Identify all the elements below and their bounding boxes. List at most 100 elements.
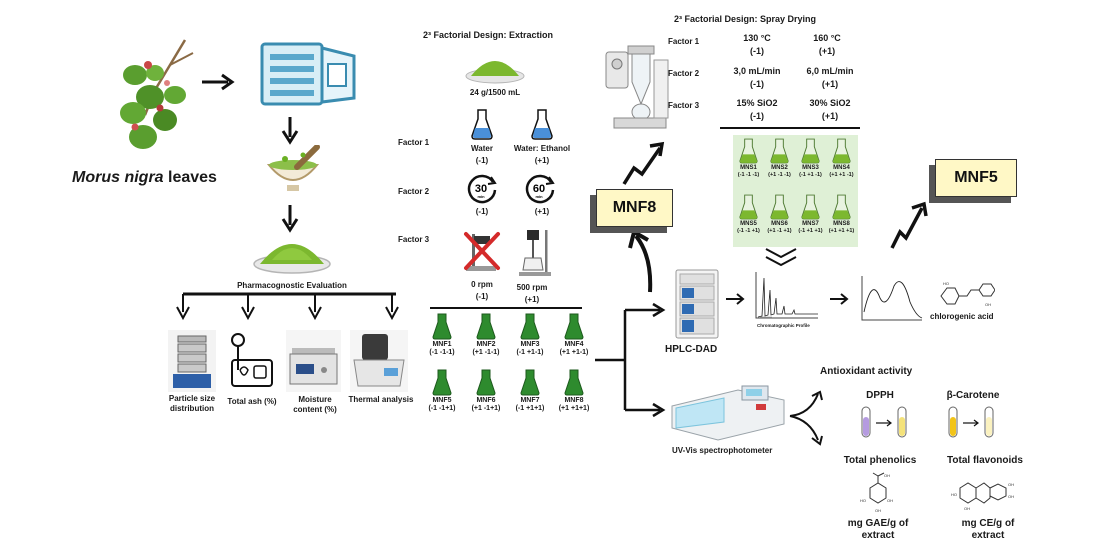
flask-name: MNS7 — [802, 221, 819, 227]
spray-f1-low-code: (-1) — [750, 46, 764, 56]
curved-arrow-up-icon — [628, 228, 653, 293]
test-particle-size: Particle size distribution — [168, 394, 216, 413]
double-chevron-down-icon — [765, 248, 797, 267]
mnf5-box: MNF5 — [935, 159, 1017, 197]
f2-low-code: (-1) — [475, 207, 489, 216]
svg-text:OH: OH — [1008, 482, 1014, 487]
flask-code: (+1 +1 +1) — [828, 228, 855, 234]
hplc-label: HPLC-DAD — [665, 344, 718, 355]
zigzag-arrow-icon — [622, 141, 665, 185]
svg-text:OH: OH — [985, 302, 991, 307]
thermal-analyzer-icon — [350, 330, 408, 392]
flask-icon — [432, 313, 452, 340]
zigzag-arrow-icon — [890, 201, 928, 249]
flask-icon — [801, 194, 820, 220]
spray-f3-high-code: (+1) — [821, 111, 839, 121]
pharmaco-title: Pharmacognostic Evaluation — [237, 281, 347, 290]
spray-f3-high: 30% SiO2 — [809, 98, 851, 108]
antioxidant-label: Antioxidant activity — [820, 366, 913, 377]
f2-high-code: (+1) — [534, 207, 550, 216]
spray-title: 2³ Factorial Design: Spray Drying — [674, 14, 817, 24]
dpph-label: DPPH — [866, 390, 894, 401]
ethanol-flask-icon — [531, 109, 553, 140]
extraction-title: 2³ Factorial Design: Extraction — [423, 30, 554, 40]
flask-name: MNS8 — [833, 221, 850, 227]
flavonoids-label: Total flavonoids — [947, 455, 1023, 466]
flask-name: MNS4 — [833, 165, 850, 171]
flask-icon — [476, 369, 496, 396]
f1-high-name: Water: Ethanol — [513, 144, 571, 153]
extraction-divider — [430, 307, 582, 309]
spray-f2-low: 3,0 mL/min — [733, 66, 781, 76]
spray-factor2-label: Factor 2 — [668, 69, 700, 78]
extraction-factor1-label: Factor 1 — [398, 138, 430, 147]
chlorogenic-structure-icon: HO OH — [940, 281, 995, 307]
flask-code: (+1 -1 -1) — [768, 172, 791, 178]
ash-crucible-icon — [231, 333, 273, 387]
morus-nigra-label: Morus nigra leaves — [72, 168, 217, 188]
powder-plate-icon — [465, 61, 525, 84]
flask-icon — [564, 313, 584, 340]
carotene-label: β-Carotene — [946, 390, 1000, 401]
extraction-factor2-label: Factor 2 — [398, 187, 430, 196]
catechin-structure-icon: HO OH OH OH — [951, 482, 1014, 511]
flask-code: (-1 +1 -1) — [799, 172, 822, 178]
f3-high-code: (+1) — [524, 295, 540, 304]
test-thermal: Thermal analysis — [348, 395, 414, 404]
mortar-pestle-icon — [266, 145, 320, 191]
f1-low-name: Water — [471, 144, 493, 153]
test-moisture: Moisture content (%) — [293, 395, 337, 414]
svg-text:OH: OH — [1008, 494, 1014, 499]
mulberry-leaves-icon — [120, 39, 194, 149]
flask-icon — [476, 313, 496, 340]
flask-code: (+1 -1 +1) — [767, 228, 792, 234]
hplc-instrument-icon — [675, 269, 719, 339]
flask-code: (-1 -1 -1) — [737, 172, 760, 178]
leaves-word: leaves — [163, 169, 217, 186]
extraction-factor3-label: Factor 3 — [398, 235, 430, 244]
timer-60-icon: 60 min — [525, 174, 555, 204]
fork-arrows — [789, 390, 823, 446]
leaf-powder-icon — [253, 244, 331, 274]
arrow-down-icon — [281, 117, 299, 145]
flask-icon — [520, 369, 540, 396]
spray-f3-low: 15% SiO2 — [736, 98, 778, 108]
f3-low-name: 0 rpm — [471, 280, 493, 289]
timer-30-icon: 30 min — [467, 174, 497, 204]
spray-f2-high-code: (+1) — [821, 79, 839, 89]
flask-code: (+1 +1-1) — [559, 349, 589, 356]
spray-f2-high: 6,0 mL/min — [806, 66, 854, 76]
flask-name: MNS2 — [771, 165, 788, 171]
flask-code: (-1 +1-1) — [516, 349, 544, 356]
flask-name: MNS6 — [771, 221, 788, 227]
chromatographic-profile-label: Chromatographic Profile — [757, 323, 810, 328]
svg-text:OH: OH — [964, 506, 970, 511]
water-flask-icon — [471, 109, 493, 140]
f1-low-code: (-1) — [475, 156, 489, 165]
flask-icon — [739, 194, 758, 220]
flask-code: (+1 +1+1) — [558, 405, 590, 412]
ce-label: mg CE/g of extract — [961, 518, 1015, 541]
flask-icon — [832, 138, 851, 164]
mnf8-box: MNF8 — [596, 189, 673, 227]
flask-name: MNS1 — [740, 165, 757, 171]
spray-f1-high: 160 °C — [813, 33, 841, 43]
flask-code: (-1 -1 +1) — [737, 228, 760, 234]
svg-text:OH: OH — [884, 473, 890, 478]
gae-label: mg GAE/g of extract — [847, 518, 909, 541]
svg-text:HO: HO — [951, 492, 957, 497]
flask-icon — [432, 369, 452, 396]
branch-arrows — [595, 302, 666, 418]
flask-name: MNF5 — [432, 397, 452, 404]
drying-oven-icon — [260, 42, 356, 106]
flask-icon — [739, 138, 758, 164]
spray-flask-grid: MNS1 (-1 -1 -1) MNS2 (+1 -1 -1) MNS3 (-1… — [733, 135, 858, 247]
spray-f1-low: 130 °C — [743, 33, 771, 43]
chlorogenic-label: chlorogenic acid — [930, 312, 994, 321]
spray-f3-low-code: (-1) — [750, 111, 764, 121]
phenolics-label: Total phenolics — [843, 455, 917, 466]
f3-low-code: (-1) — [475, 292, 489, 301]
flask-icon — [564, 369, 584, 396]
timer-60-unit: min — [535, 194, 543, 199]
stirrer-on-icon — [519, 230, 551, 276]
